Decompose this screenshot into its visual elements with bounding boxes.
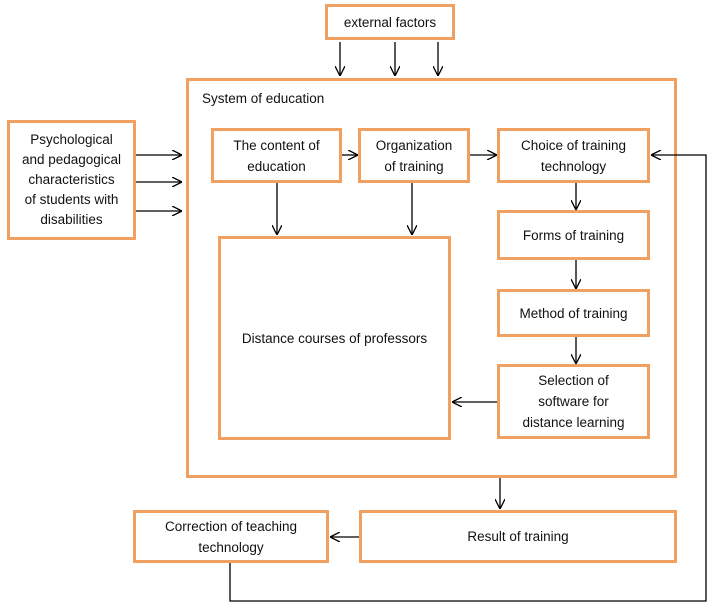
correction-of-technology-box: Correction of teaching technology bbox=[133, 510, 329, 563]
distance-courses-box: Distance courses of professors bbox=[218, 236, 451, 440]
organization-of-training-box: Organization of training bbox=[358, 128, 470, 183]
system-of-education-label: System of education bbox=[202, 91, 325, 106]
choice-of-technology-box: Choice of training technology bbox=[497, 128, 650, 183]
result-of-training-box: Result of training bbox=[359, 510, 677, 563]
forms-of-training-box: Forms of training bbox=[497, 210, 650, 260]
content-of-education-box: The content of education bbox=[211, 128, 342, 183]
psych-characteristics-box: Psychological and pedagogical characteri… bbox=[7, 120, 136, 240]
selection-of-software-box: Selection of software for distance learn… bbox=[497, 364, 650, 439]
method-of-training-box: Method of training bbox=[497, 289, 650, 337]
external-factors-box: external factors bbox=[325, 4, 455, 40]
